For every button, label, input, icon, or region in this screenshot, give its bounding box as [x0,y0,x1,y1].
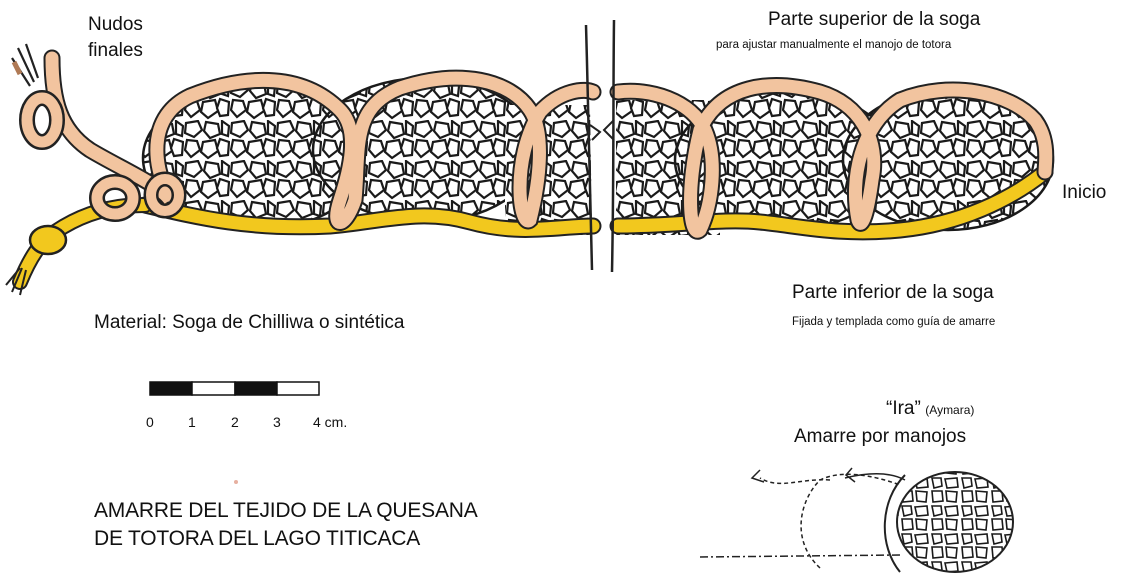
amarre-manojos-label: Amarre por manojos [794,426,966,448]
scale-tick: 2 [231,414,239,430]
scale-tick: 4 cm. [313,414,347,430]
superior-title: Parte superior de la soga [768,9,980,31]
ira-label: “Ira” (Aymara) [886,398,974,420]
inferior-subtitle: Fijada y templada como guía de amarre [792,316,995,328]
ira-word: “Ira” [886,398,921,419]
nudos-line1: Nudos [88,12,143,38]
break-lines [586,20,614,272]
title-line2: DE TOTORA DEL LAGO TITICACA [94,525,478,553]
manojo-sketch [700,468,1013,572]
nudos-finales-label: Nudos finales [88,12,143,64]
diagram-title: AMARRE DEL TEJIDO DE LA QUESANA DE TOTOR… [94,497,478,553]
stray-dot [234,480,238,484]
title-line1: AMARRE DEL TEJIDO DE LA QUESANA [94,497,478,525]
scale-tick: 0 [146,414,154,430]
inicio-label: Inicio [1062,182,1106,204]
inferior-title: Parte inferior de la soga [792,282,994,304]
scale-tick: 1 [188,414,196,430]
scale-tick: 3 [273,414,281,430]
superior-subtitle: para ajustar manualmente el manojo de to… [716,39,951,51]
material-label: Material: Soga de Chilliwa o sintética [94,312,405,334]
nudos-line2: finales [88,38,143,64]
scale-bar [150,382,319,395]
manojo-bundle [885,472,1013,572]
aymara-word: (Aymara) [925,403,974,417]
